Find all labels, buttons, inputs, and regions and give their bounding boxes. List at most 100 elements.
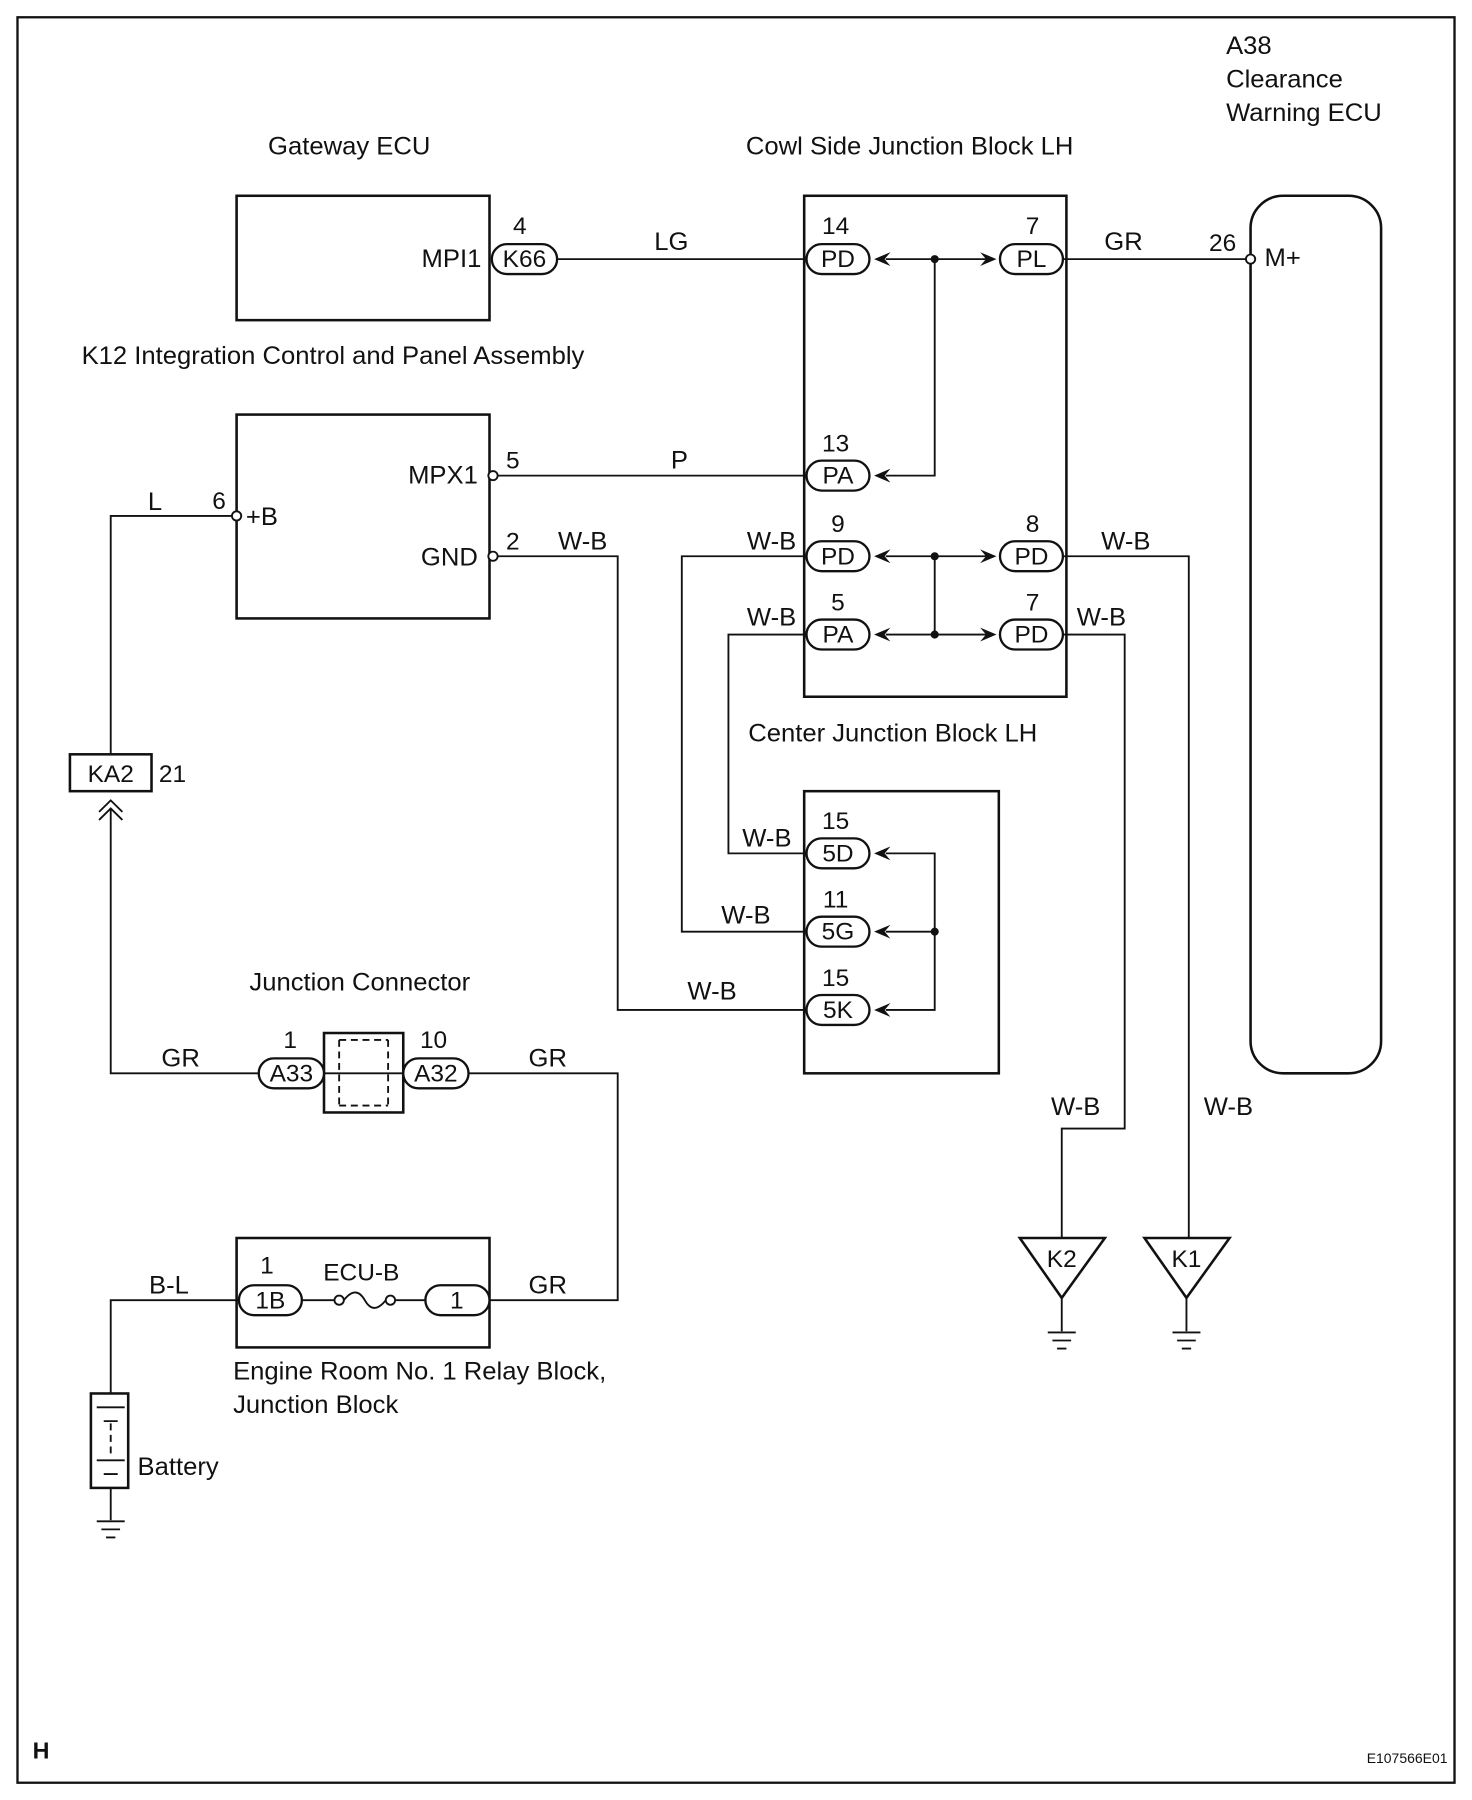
terminal-pd-9-label: PD — [821, 543, 855, 570]
arrow-5d-15 — [874, 846, 891, 861]
diagram-frame — [16, 16, 1456, 1784]
pin-gnd-number: 2 — [506, 528, 520, 555]
wire-color-label: LG — [654, 228, 688, 256]
wire-wb-gnd — [497, 555, 807, 1011]
wire-gr-ka2 — [109, 808, 259, 1075]
wire-color-label: GR — [529, 1271, 567, 1299]
terminal-pa-13-label: PA — [823, 463, 855, 490]
pin-mpx1-name: MPX1 — [408, 462, 478, 490]
wire-color-label: W-B — [742, 825, 791, 853]
terminal-pa-5-number: 5 — [831, 589, 845, 616]
wire-color-label: W-B — [721, 902, 770, 930]
fuse-ecu-b-label: ECU-B — [323, 1260, 399, 1287]
clearance-ecu-name-line2: Warning ECU — [1226, 99, 1382, 127]
pin-plus-b-number: 6 — [212, 488, 226, 515]
wire-color-label: W-B — [687, 978, 736, 1006]
terminal-5g-11-label: 5G — [822, 919, 855, 946]
battery-icon — [96, 1406, 125, 1476]
fuse-ecu-b-icon — [343, 1291, 387, 1309]
cowl-side-jb-title: Cowl Side Junction Block LH — [746, 132, 1074, 160]
wire-color-label: W-B — [747, 603, 796, 631]
arrow-pa-5 — [874, 627, 891, 642]
relay-block-name-line1: Engine Room No. 1 Relay Block, — [233, 1358, 606, 1386]
ground-point-k1-label: K1 — [1171, 1246, 1201, 1273]
wire-wb-pd8 — [1062, 555, 1190, 1239]
splice-dot — [930, 552, 939, 561]
ground-point-k1 — [1142, 1236, 1233, 1301]
pin-gnd — [487, 550, 499, 562]
wire-color-label: GR — [529, 1045, 567, 1073]
wire-color-label: GR — [161, 1045, 199, 1073]
terminal-pd-7-number: 7 — [1026, 589, 1040, 616]
terminal-5d-15-number: 15 — [822, 808, 849, 835]
terminal-pd-8-label: PD — [1014, 543, 1048, 570]
terminal-1b-number: 1 — [260, 1253, 274, 1280]
splice-dot — [930, 630, 939, 639]
wire-gr-a32 — [468, 1072, 619, 1302]
connector-ka2-number: 21 — [159, 761, 186, 788]
wire-color-label: W-B — [1051, 1093, 1100, 1121]
wire-color-label: GR — [1104, 228, 1142, 256]
connector-a32-label: A32 — [414, 1061, 458, 1088]
wire-wb-pd7 — [1060, 633, 1126, 1239]
center-jb-title: Center Junction Block LH — [748, 720, 1037, 748]
fuse-ecu-b-end — [384, 1294, 397, 1306]
wire-color-label: P — [671, 447, 688, 475]
wire-color-label: L — [148, 488, 162, 516]
wire-wb-pa5 — [727, 633, 807, 855]
clearance-ecu-box — [1249, 194, 1383, 1075]
terminal-pd-14-label: PD — [821, 246, 855, 273]
terminal-pa-5-label: PA — [823, 622, 855, 649]
connector-ka2-label: KA2 — [88, 761, 134, 788]
clearance-ecu-pin-m-plus — [1244, 253, 1257, 265]
wire-color-label: W-B — [747, 527, 796, 555]
ground-icon — [1047, 1331, 1076, 1350]
pin-mpx1 — [487, 470, 499, 482]
fuse-ecu-b-end — [333, 1294, 345, 1306]
pin-plus-b — [230, 510, 243, 522]
wire-color-label: W-B — [1204, 1093, 1253, 1121]
wire-color-label: W-B — [1077, 603, 1126, 631]
integration-panel-box — [235, 413, 491, 620]
pin-mpx1-number: 5 — [506, 448, 520, 475]
figure-id: E107566E01 — [1367, 1750, 1448, 1766]
arrow-pd-9 — [874, 549, 891, 564]
clearance-ecu-code: A38 — [1226, 32, 1272, 60]
clearance-ecu-name-line1: Clearance — [1226, 66, 1343, 94]
terminal-pl-7-number: 7 — [1026, 213, 1040, 240]
connector-a33-label: A33 — [270, 1061, 314, 1088]
terminal-pd-7-label: PD — [1014, 622, 1048, 649]
terminal-pa-13-number: 13 — [822, 431, 849, 458]
terminal-1b-label: 1B — [255, 1287, 285, 1314]
connector-k66-label: K66 — [503, 246, 547, 273]
pin-gnd-name: GND — [421, 544, 478, 572]
connector-a32-number: 10 — [420, 1027, 447, 1054]
arrow-5k-15 — [874, 1003, 891, 1017]
wire-l-plus-b — [109, 515, 232, 755]
gateway-ecu-title: Gateway ECU — [268, 132, 430, 160]
clearance-ecu-pin-number: 26 — [1209, 230, 1236, 257]
connector-a33-number: 1 — [283, 1027, 297, 1054]
splice-dot — [930, 927, 939, 936]
terminal-1-label: 1 — [450, 1287, 464, 1314]
ground-point-k2-label: K2 — [1047, 1246, 1077, 1273]
gateway-ecu-pin-name: MPI1 — [422, 245, 482, 273]
wire-bl-battery — [109, 1299, 239, 1394]
terminal-5k-15-number: 15 — [822, 965, 849, 992]
junction-connector-title: Junction Connector — [249, 969, 470, 997]
integration-panel-title: K12 Integration Control and Panel Assemb… — [82, 342, 585, 370]
terminal-pd-8-number: 8 — [1026, 511, 1040, 538]
wire-wb-pd9 — [680, 555, 807, 933]
pin-plus-b-name: +B — [246, 503, 278, 531]
terminal-5d-15-label: 5D — [822, 841, 853, 868]
arrow-pd-8 — [980, 549, 997, 564]
battery-box — [89, 1392, 130, 1490]
relay-block-name-line2: Junction Block — [233, 1391, 398, 1419]
wire-color-label: B-L — [149, 1271, 189, 1299]
arrow-pa-13 — [874, 468, 891, 483]
arrow-5g-11 — [874, 924, 891, 939]
gateway-ecu-box — [235, 194, 491, 322]
sheet-letter: H — [33, 1738, 50, 1764]
wire-color-label: W-B — [1101, 527, 1150, 555]
